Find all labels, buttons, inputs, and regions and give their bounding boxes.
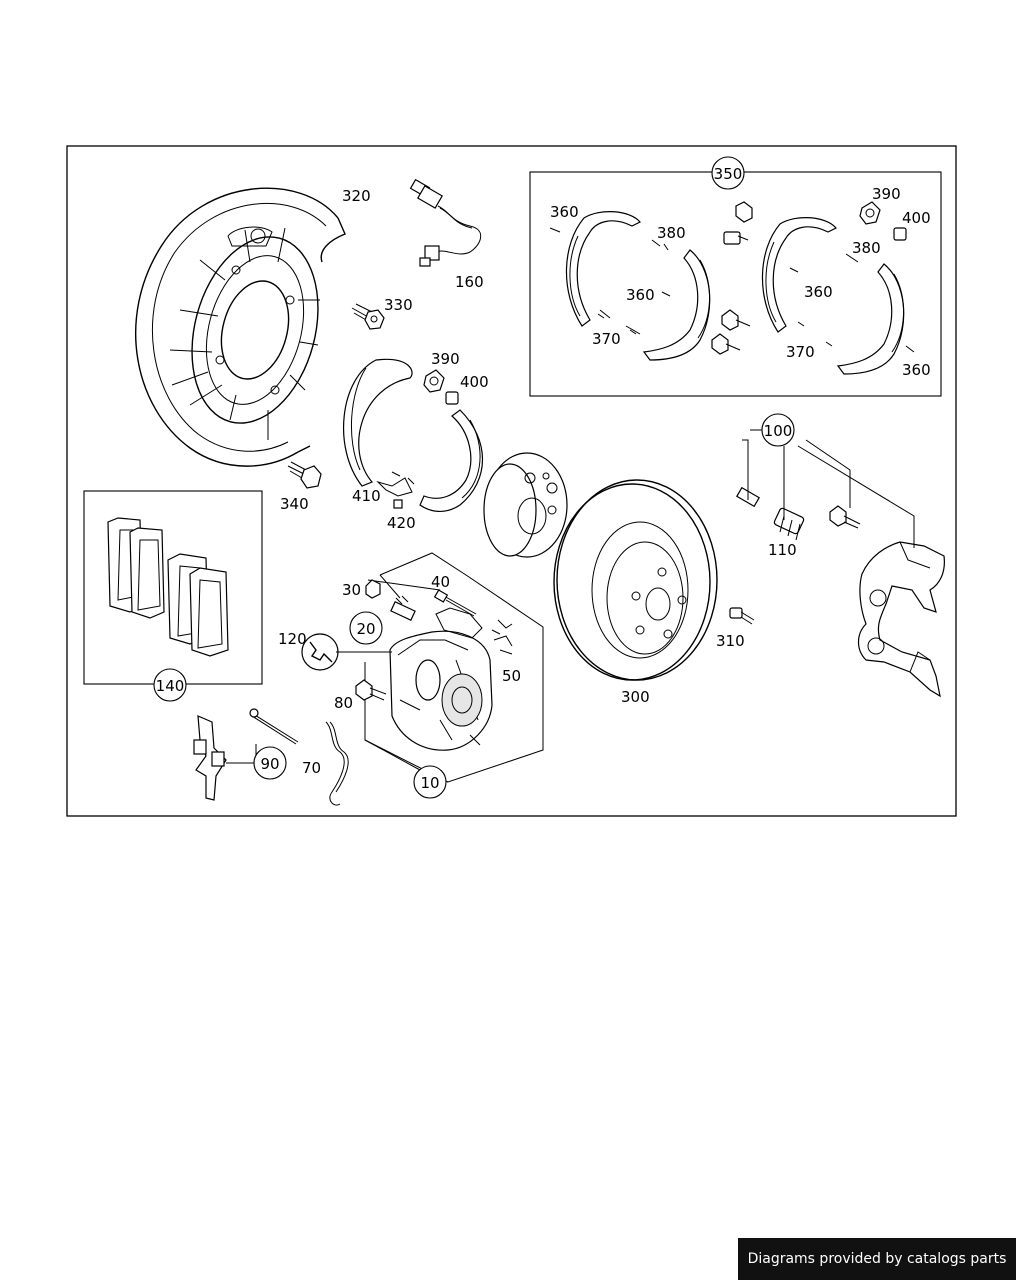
circled-labels: 350 100 20 140 90 10 (153, 156, 795, 799)
label-40: 40 (431, 573, 450, 591)
clip-90 (193, 715, 227, 801)
label-340: 340 (280, 495, 309, 513)
label-10: 10 (420, 774, 439, 792)
label-80: 80 (334, 694, 353, 712)
label-110: 110 (768, 541, 797, 559)
spring-70 (325, 721, 349, 806)
label-320: 320 (342, 187, 371, 205)
badge-350 (711, 156, 745, 190)
wear-sensor (409, 178, 482, 267)
wheel-hub (483, 452, 568, 558)
label-30: 30 (342, 581, 361, 599)
guide-bushing-110 (773, 507, 805, 541)
bolt-80 (355, 679, 387, 701)
label-20: 20 (356, 620, 375, 638)
label-400-mid: 400 (460, 373, 489, 391)
label-410: 410 (352, 487, 381, 505)
label-370-a: 370 (592, 330, 621, 348)
part-labels: 320 160 330 390 400 340 410 420 30 40 12… (278, 185, 931, 777)
label-100: 100 (764, 422, 793, 440)
badge-90 (253, 746, 287, 780)
label-120: 120 (278, 630, 307, 648)
pin-40 (433, 589, 477, 617)
label-370-b: 370 (786, 343, 815, 361)
bolt-330 (351, 303, 385, 330)
screw-310 (729, 607, 755, 625)
label-140: 140 (156, 677, 185, 695)
label-390-kit: 390 (872, 185, 901, 203)
bleeder-30 (365, 579, 381, 599)
label-380-b: 380 (852, 239, 881, 257)
leader-lines (226, 429, 915, 783)
label-360-b: 360 (626, 286, 655, 304)
label-350: 350 (714, 165, 743, 183)
label-420: 420 (387, 514, 416, 532)
badge-100 (761, 413, 795, 447)
shoe-kit-hardware (711, 201, 907, 355)
bolt-340 (287, 461, 322, 489)
badge-10 (413, 765, 447, 799)
label-360-a: 360 (550, 203, 579, 221)
credit-banner[interactable]: Diagrams provided by catalogs parts (738, 1238, 1016, 1280)
dust-shield (135, 187, 346, 467)
wrench-icon (301, 633, 339, 671)
shoe-kit-shoes (549, 211, 915, 375)
label-360-d: 360 (902, 361, 931, 379)
brake-pads (107, 517, 229, 657)
label-300: 300 (621, 688, 650, 706)
badge-140 (153, 668, 187, 702)
label-360-c: 360 (804, 283, 833, 301)
parking-brake-shoes (343, 358, 484, 512)
brake-disc (553, 479, 718, 681)
label-90: 90 (260, 755, 279, 773)
pin-90 (249, 708, 299, 745)
spring-50 (491, 619, 513, 655)
label-160: 160 (455, 273, 484, 291)
badge-20 (349, 611, 383, 645)
label-330: 330 (384, 296, 413, 314)
carrier-bolt (829, 505, 861, 529)
label-310: 310 (716, 632, 745, 650)
label-400-kit: 400 (902, 209, 931, 227)
label-50: 50 (502, 667, 521, 685)
label-70: 70 (302, 759, 321, 777)
label-380-a: 380 (657, 224, 686, 242)
label-390-mid: 390 (431, 350, 460, 368)
diagram-frame (66, 145, 957, 817)
caliper-carrier (857, 541, 945, 698)
